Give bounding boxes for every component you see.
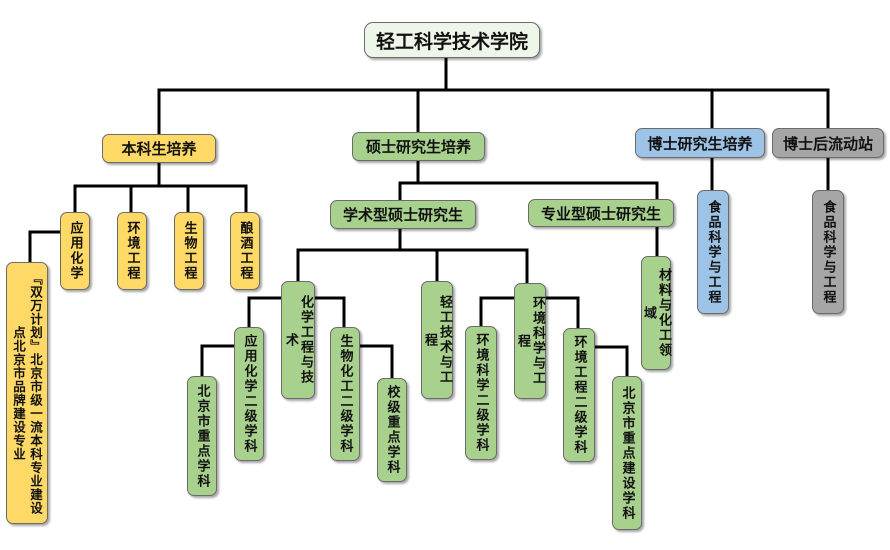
connector-academic xyxy=(296,227,529,285)
phd-training-node: 博士研究生培养 xyxy=(635,128,765,158)
materials-chemical-field-node: 材料与化工领域 xyxy=(641,256,671,370)
biochemical-discipline-node: 生物化工二级学科 xyxy=(330,327,360,461)
beijing-key-construction-discipline-node: 北京市重点建设学科 xyxy=(612,376,642,530)
connector-bachelor xyxy=(28,160,248,264)
applied-chemistry-major-node: 应用化学 xyxy=(60,212,90,290)
connector-applied-chem xyxy=(200,344,236,378)
chemical-engineering-tech-node: 化学工程与技术 xyxy=(281,281,315,399)
academic-master-node: 学术型硕士研究生 xyxy=(330,200,476,229)
bachelor-training-node: 本科生培养 xyxy=(102,134,216,163)
environmental-science-discipline-node: 环境科学二级学科 xyxy=(465,326,497,460)
professional-master-node: 专业型硕士研究生 xyxy=(528,199,674,227)
connector-root xyxy=(157,54,830,136)
connector-chem-eng xyxy=(247,296,346,329)
applied-chemistry-discipline-node: 应用化学二级学科 xyxy=(234,327,264,461)
environmental-engineering-major-node: 环境工程 xyxy=(117,212,147,290)
connector-master xyxy=(398,158,659,258)
postdoc-station-node: 博士后流动站 xyxy=(772,128,884,158)
light-industry-tech-node: 轻工技术与工程 xyxy=(421,281,453,399)
school-key-discipline-node: 校级重点学科 xyxy=(377,378,407,482)
connector-env-eng2 xyxy=(593,345,629,378)
beijing-brand-major-node: 『双万计划』北京市级一流本科专业建设点北京市品牌建设专业 xyxy=(6,262,48,524)
postdoc-food-science-node: 食品科学与工程 xyxy=(812,190,844,314)
phd-food-science-node: 食品科学与工程 xyxy=(697,190,729,314)
brewing-engineering-major-node: 酿酒工程 xyxy=(230,212,260,290)
connector-biochem xyxy=(358,344,394,380)
environmental-engineering-discipline-node: 环境工程二级学科 xyxy=(563,328,595,462)
environmental-science-eng-node: 环境科学与工程 xyxy=(514,283,546,399)
bioengineering-major-node: 生物工程 xyxy=(174,212,204,290)
beijing-key-discipline-node: 北京市重点学科 xyxy=(187,376,217,496)
connector-env-sci xyxy=(479,296,580,330)
root-node: 轻工科学技术学院 xyxy=(364,22,540,58)
master-training-node: 硕士研究生培养 xyxy=(352,132,485,161)
